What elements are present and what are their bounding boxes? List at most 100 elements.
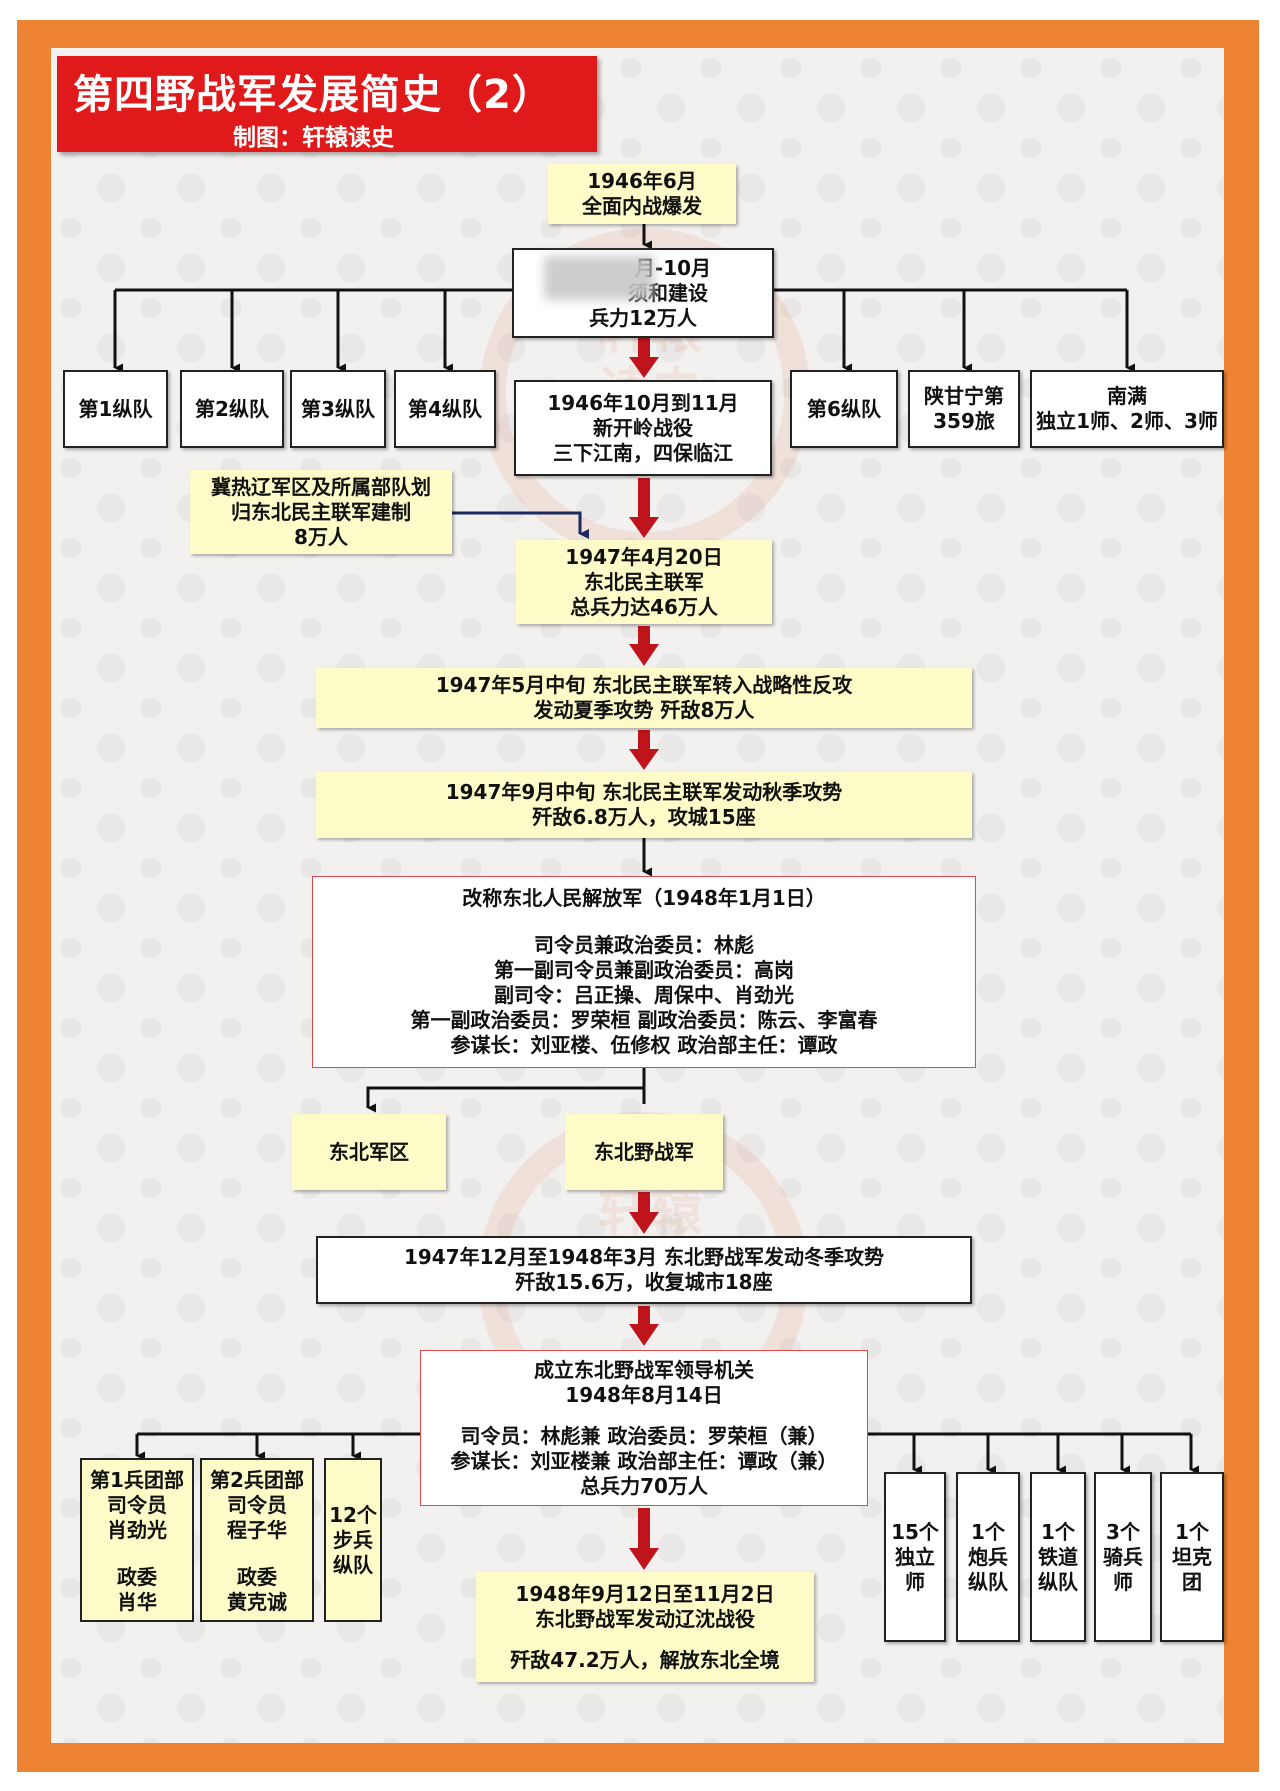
column-3: 第3纵队 bbox=[290, 370, 386, 448]
bracket-pla-split bbox=[368, 1068, 646, 1108]
node-1947-4-line3: 总兵力达46万人 bbox=[570, 594, 718, 619]
red-arrow-to-1947-4 bbox=[629, 478, 659, 538]
node-shaanxi-line2: 359旅 bbox=[933, 409, 995, 433]
army2-line3: 程子华 bbox=[227, 1518, 287, 1542]
node-xinkailing-line1: 1946年10月到11月 bbox=[547, 390, 739, 415]
title-banner: 第四野战军发展简史（2） 制图：轩辕读史 bbox=[57, 56, 597, 152]
node-autumn-line2: 歼敌6.8万人，攻城15座 bbox=[532, 805, 756, 829]
ne-military-region-label: 东北军区 bbox=[329, 1139, 409, 1164]
node-1947-4-line2: 东北民主联军 bbox=[584, 569, 704, 594]
node-winter-line2: 歼敌15.6万，收复城市18座 bbox=[515, 1270, 773, 1294]
node-leadership: 成立东北野战军领导机关 1948年8月14日 司令员：林彪兼 政治委员：罗荣桓（… bbox=[420, 1350, 868, 1506]
pla-line5: 参谋长：刘亚楼、伍修权 政治部主任：谭政 bbox=[450, 1033, 838, 1057]
node-xinkailing: 1946年10月到11月 新开岭战役 三下江南，四保临江 bbox=[514, 380, 772, 476]
army2-line6: 黄克诚 bbox=[227, 1590, 287, 1614]
node-jirelia-line2: 归东北民主联军建制 bbox=[231, 499, 411, 524]
liaoshen-line2: 东北野战军发动辽沈战役 bbox=[535, 1606, 755, 1631]
node-nanman: 南满 独立1师、2师、3师 bbox=[1030, 370, 1224, 448]
node-railway-column: 1个 铁道 纵队 bbox=[1030, 1472, 1086, 1642]
inf12-line2: 步兵 bbox=[333, 1527, 373, 1552]
node-15-independent-divisions: 15个 独立 师 bbox=[884, 1472, 946, 1642]
node-winter-offensive: 1947年12月至1948年3月 东北野战军发动冬季攻势 歼敌15.6万，收复城… bbox=[316, 1236, 972, 1304]
column-2-label: 第2纵队 bbox=[195, 396, 269, 421]
rail1-line3: 纵队 bbox=[1038, 1569, 1078, 1594]
node-1946-8-line3: 兵力12万人 bbox=[589, 305, 697, 330]
blurred-patch bbox=[544, 256, 654, 300]
arrow-jirelia-to-1947 bbox=[452, 511, 589, 539]
army1-line1: 第1兵团部 bbox=[90, 1468, 184, 1492]
liaoshen-line1: 1948年9月12日至11月2日 bbox=[515, 1581, 775, 1606]
node-artillery-column: 1个 炮兵 纵队 bbox=[956, 1472, 1020, 1642]
army2-line5: 政委 bbox=[237, 1565, 277, 1589]
node-pla-renamed: 改称东北人民解放军（1948年1月1日） 司令员兼政治委员：林彪 第一副司令员兼… bbox=[312, 876, 976, 1068]
army1-line6: 肖华 bbox=[117, 1590, 157, 1614]
pla-line3: 副司令：吕正操、周保中、肖劲光 bbox=[494, 983, 794, 1007]
node-jirelia: 冀热辽军区及所属部队划 归东北民主联军建制 8万人 bbox=[190, 470, 452, 554]
node-summer-line1: 1947年5月中旬 东北民主联军转入战略性反攻 bbox=[435, 673, 853, 697]
red-arrow-to-leadership bbox=[629, 1306, 659, 1346]
pla-line1: 司令员兼政治委员：林彪 bbox=[534, 933, 754, 957]
node-1946-8: 月-10月 须和建设 兵力12万人 bbox=[512, 248, 774, 338]
leadership-line3: 司令员：林彪兼 政治委员：罗荣桓（兼） bbox=[460, 1423, 828, 1448]
node-jirelia-line3: 8万人 bbox=[294, 524, 348, 549]
node-shaanxi-line1: 陕甘宁第 bbox=[924, 384, 1004, 408]
red-arrow-to-winter bbox=[629, 1192, 659, 1234]
leadership-line5: 总兵力70万人 bbox=[580, 1473, 708, 1498]
column-2: 第2纵队 bbox=[180, 370, 284, 448]
cav3-line1: 3个 bbox=[1106, 1519, 1140, 1544]
page-title: 第四野战军发展简史（2） bbox=[73, 72, 553, 118]
cav3-line2: 骑兵 bbox=[1103, 1544, 1143, 1569]
node-autumn-line1: 1947年9月中旬 东北民主联军发动秋季攻势 bbox=[445, 780, 843, 804]
tank1-line3: 团 bbox=[1182, 1569, 1202, 1594]
bracket-left-units bbox=[135, 1432, 420, 1454]
ind15-line2: 独立 bbox=[895, 1544, 935, 1569]
node-ne-military-region: 东北军区 bbox=[292, 1114, 446, 1190]
army1-line5: 政委 bbox=[117, 1565, 157, 1589]
red-arrow-to-liaoshen bbox=[629, 1508, 659, 1570]
liaoshen-result: 歼敌47.2万人，解放东北全境 bbox=[510, 1647, 780, 1672]
node-1946-6: 1946年6月 全面内战爆发 bbox=[548, 164, 736, 224]
column-4: 第4纵队 bbox=[394, 370, 496, 448]
node-tank-regiment: 1个 坦克 团 bbox=[1160, 1472, 1224, 1642]
inf12-line3: 纵队 bbox=[333, 1552, 373, 1577]
node-1947-4-line1: 1947年4月20日 bbox=[565, 544, 723, 569]
ind15-line1: 15个 bbox=[891, 1519, 939, 1544]
node-1947-4: 1947年4月20日 东北民主联军 总兵力达46万人 bbox=[516, 540, 772, 624]
army1-line2: 司令员 bbox=[107, 1493, 167, 1517]
ne-field-army-label: 东北野战军 bbox=[594, 1139, 694, 1164]
node-1946-6-line2: 全面内战爆发 bbox=[582, 194, 702, 218]
column-1: 第1纵队 bbox=[63, 370, 168, 448]
node-2nd-army-group: 第2兵团部 司令员 程子华 政委 黄克诚 bbox=[200, 1458, 314, 1622]
node-xinkailing-line3: 三下江南，四保临江 bbox=[553, 440, 733, 465]
leadership-line2: 1948年8月14日 bbox=[565, 1382, 723, 1407]
art1-line1: 1个 bbox=[971, 1519, 1005, 1544]
node-12-infantry-columns: 12个 步兵 纵队 bbox=[324, 1458, 382, 1622]
red-arrow-to-autumn bbox=[629, 730, 659, 770]
army1-line3: 肖劲光 bbox=[107, 1518, 167, 1542]
node-nanman-line1: 南满 bbox=[1107, 384, 1147, 408]
tank1-line2: 坦克 bbox=[1172, 1544, 1212, 1569]
art1-line3: 纵队 bbox=[968, 1569, 1008, 1594]
army2-line2: 司令员 bbox=[227, 1493, 287, 1517]
node-1946-6-line1: 1946年6月 bbox=[587, 169, 697, 193]
column-4-label: 第4纵队 bbox=[408, 396, 482, 421]
red-arrow-to-xinkailing bbox=[629, 338, 659, 378]
node-shaanxi-359: 陕甘宁第 359旅 bbox=[908, 370, 1020, 448]
node-xinkailing-line2: 新开岭战役 bbox=[593, 415, 693, 440]
column-6: 第6纵队 bbox=[790, 370, 898, 448]
node-winter-line1: 1947年12月至1948年3月 东北野战军发动冬季攻势 bbox=[403, 1245, 885, 1269]
node-summer-line2: 发动夏季攻势 歼敌8万人 bbox=[533, 698, 755, 722]
node-liaoshen-campaign: 1948年9月12日至11月2日 东北野战军发动辽沈战役 歼敌47.2万人，解放… bbox=[476, 1572, 814, 1682]
node-autumn-offensive: 1947年9月中旬 东北民主联军发动秋季攻势 歼敌6.8万人，攻城15座 bbox=[316, 772, 972, 838]
leadership-line1: 成立东北野战军领导机关 bbox=[534, 1357, 754, 1382]
red-arrow-to-summer bbox=[629, 626, 659, 666]
tank1-line1: 1个 bbox=[1175, 1519, 1209, 1544]
leadership-line4: 参谋长：刘亚楼兼 政治部主任：谭政（兼） bbox=[450, 1448, 838, 1473]
author-credit: 制图：轩辕读史 bbox=[233, 125, 394, 151]
pla-heading: 改称东北人民解放军（1948年1月1日） bbox=[462, 886, 826, 910]
art1-line2: 炮兵 bbox=[968, 1544, 1008, 1569]
node-jirelia-line1: 冀热辽军区及所属部队划 bbox=[211, 474, 431, 499]
pla-line4: 第一副政治委员：罗荣桓 副政治委员：陈云、李富春 bbox=[410, 1008, 878, 1032]
ind15-line3: 师 bbox=[905, 1569, 925, 1594]
column-1-label: 第1纵队 bbox=[78, 396, 153, 421]
